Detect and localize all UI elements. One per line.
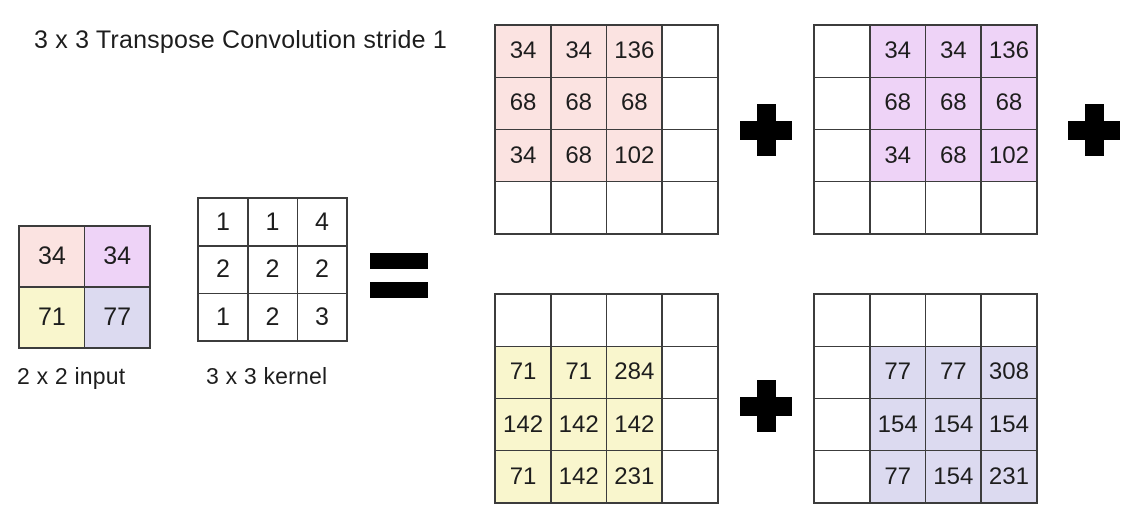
output-grid-top-right-cell-r1c3: 68 [981, 78, 1036, 129]
output-grid-top-left-cell-r2c2: 102 [607, 130, 662, 181]
output-grid-top-right-cell-r3c0 [815, 182, 870, 233]
output-grid-bottom-right-cell-r2c1: 154 [870, 399, 925, 450]
kernel-matrix-grid-cell-r0c0: 1 [199, 199, 247, 245]
output-grid-top-right-cell-r0c3: 136 [981, 26, 1036, 77]
output-grid-bottom-right-cell-r1c1: 77 [870, 347, 925, 398]
output-grid-top-right-cell-r1c0 [815, 78, 870, 129]
output-grid-top-left-cell-r2c1: 68 [551, 130, 606, 181]
output-grid-top-right-cell-r3c1 [870, 182, 925, 233]
output-grid-top-left-cell-r0c2: 136 [607, 26, 662, 77]
output-grid-bottom-right-cell-r0c3 [981, 295, 1036, 346]
output-grid-bottom-left-cell-r2c0: 142 [496, 399, 551, 450]
kernel-matrix-grid-cell-r1c1: 2 [248, 246, 297, 293]
plus-sign-icon-bottom-middle [740, 380, 792, 432]
output-grid-bottom-right-cell-r2c0 [815, 399, 870, 450]
output-grid-bottom-right-cell-r2c3: 154 [981, 399, 1036, 450]
output-grid-top-left-cell-r0c0: 34 [496, 26, 551, 77]
output-grid-top-left-cell-r3c2 [607, 182, 662, 233]
output-grid-bottom-left-cell-r3c1: 142 [551, 451, 606, 502]
output-grid-bottom-left-cell-r3c2: 231 [607, 451, 662, 502]
input-caption: 2 x 2 input [17, 363, 126, 389]
output-grid-top-right-cell-r3c3 [981, 182, 1036, 233]
output-grid-top-left-cell-r1c0: 68 [496, 78, 551, 129]
output-grid-bottom-left-cell-r0c3 [662, 295, 717, 346]
output-grid-top-right-cell-r2c0 [815, 130, 870, 181]
output-grid-bottom-left-cell-r1c2: 284 [607, 347, 662, 398]
output-grid-top-left-cell-r3c1 [551, 182, 606, 233]
output-grid-top-right-cell-r2c1: 34 [870, 130, 925, 181]
output-grid-bottom-left-cell-r2c1: 142 [551, 399, 606, 450]
output-grid-top-left-cell-r3c3 [662, 182, 717, 233]
output-grid-top-right-cell-r1c1: 68 [870, 78, 925, 129]
kernel-matrix-grid-cell-r2c0: 1 [199, 294, 247, 340]
output-grid-top-left-cell-r2c3 [662, 130, 717, 181]
output-grid-top-right-cell-r2c3: 102 [981, 130, 1036, 181]
output-grid-top-right-cell-r1c2: 68 [926, 78, 981, 129]
input-matrix-grid-cell-r0c1: 34 [85, 227, 149, 287]
output-grid-bottom-left-cell-r3c0: 71 [496, 451, 551, 502]
output-grid-top-left-cell-r1c2: 68 [607, 78, 662, 129]
output-grid-top-left-cell-r0c3 [662, 26, 717, 77]
kernel-matrix-grid-cell-r2c1: 2 [248, 294, 297, 340]
input-matrix-grid-cell-r0c0: 34 [20, 227, 84, 287]
output-grid-top-left-cell-r1c3 [662, 78, 717, 129]
output-grid-bottom-left-cell-r1c3 [662, 347, 717, 398]
kernel-caption: 3 x 3 kernel [206, 363, 328, 389]
output-grid-bottom-right-cell-r1c3: 308 [981, 347, 1036, 398]
output-grid-bottom-left-cell-r3c3 [662, 451, 717, 502]
output-grid-bottom-right-cell-r3c1: 77 [870, 451, 925, 502]
output-grid-top-right-cell-r0c0 [815, 26, 870, 77]
output-grid-bottom-right-cell-r0c0 [815, 295, 870, 346]
page-title: 3 x 3 Transpose Convolution stride 1 [34, 26, 447, 54]
output-grid-bottom-right-cell-r3c2: 154 [926, 451, 981, 502]
kernel-matrix-grid-cell-r2c2: 3 [298, 294, 346, 340]
output-grid-bottom-right-cell-r3c0 [815, 451, 870, 502]
output-grid-top-left-cell-r2c0: 34 [496, 130, 551, 181]
equals-sign-icon [370, 253, 428, 298]
output-grid-bottom-right-cell-r0c2 [926, 295, 981, 346]
output-grid-bottom-left-cell-r2c3 [662, 399, 717, 450]
output-grid-top-left-cell-r3c0 [496, 182, 551, 233]
kernel-matrix-grid-cell-r0c2: 4 [298, 199, 346, 245]
output-grid-bottom-right-cell-r1c0 [815, 347, 870, 398]
output-grid-top-right-cell-r0c1: 34 [870, 26, 925, 77]
plus-sign-icon-top-middle [740, 104, 792, 156]
output-grid-bottom-left-cell-r0c0 [496, 295, 551, 346]
output-grid-top-right-cell-r0c2: 34 [926, 26, 981, 77]
output-grid-bottom-right-cell-r0c1 [870, 295, 925, 346]
output-grid-top-left-cell-r0c1: 34 [551, 26, 606, 77]
output-grid-bottom-left-cell-r2c2: 142 [607, 399, 662, 450]
kernel-matrix-grid-cell-r0c1: 1 [248, 199, 297, 245]
output-grid-bottom-left-cell-r0c2 [607, 295, 662, 346]
output-grid-top-left-cell-r1c1: 68 [551, 78, 606, 129]
output-grid-top-right-cell-r2c2: 68 [926, 130, 981, 181]
output-grid-bottom-left-cell-r1c1: 71 [551, 347, 606, 398]
output-grid-bottom-left-cell-r1c0: 71 [496, 347, 551, 398]
kernel-matrix-grid-cell-r1c2: 2 [298, 246, 346, 293]
output-grid-bottom-right-cell-r3c3: 231 [981, 451, 1036, 502]
output-grid-bottom-right-cell-r2c2: 154 [926, 399, 981, 450]
plus-sign-icon-top-right [1068, 104, 1120, 156]
output-grid-top-right-cell-r3c2 [926, 182, 981, 233]
kernel-matrix-grid-cell-r1c0: 2 [199, 246, 247, 293]
output-grid-bottom-right-cell-r1c2: 77 [926, 347, 981, 398]
output-grid-bottom-left-cell-r0c1 [551, 295, 606, 346]
input-matrix-grid-cell-r1c0: 71 [20, 287, 84, 347]
input-matrix-grid-cell-r1c1: 77 [85, 287, 149, 347]
